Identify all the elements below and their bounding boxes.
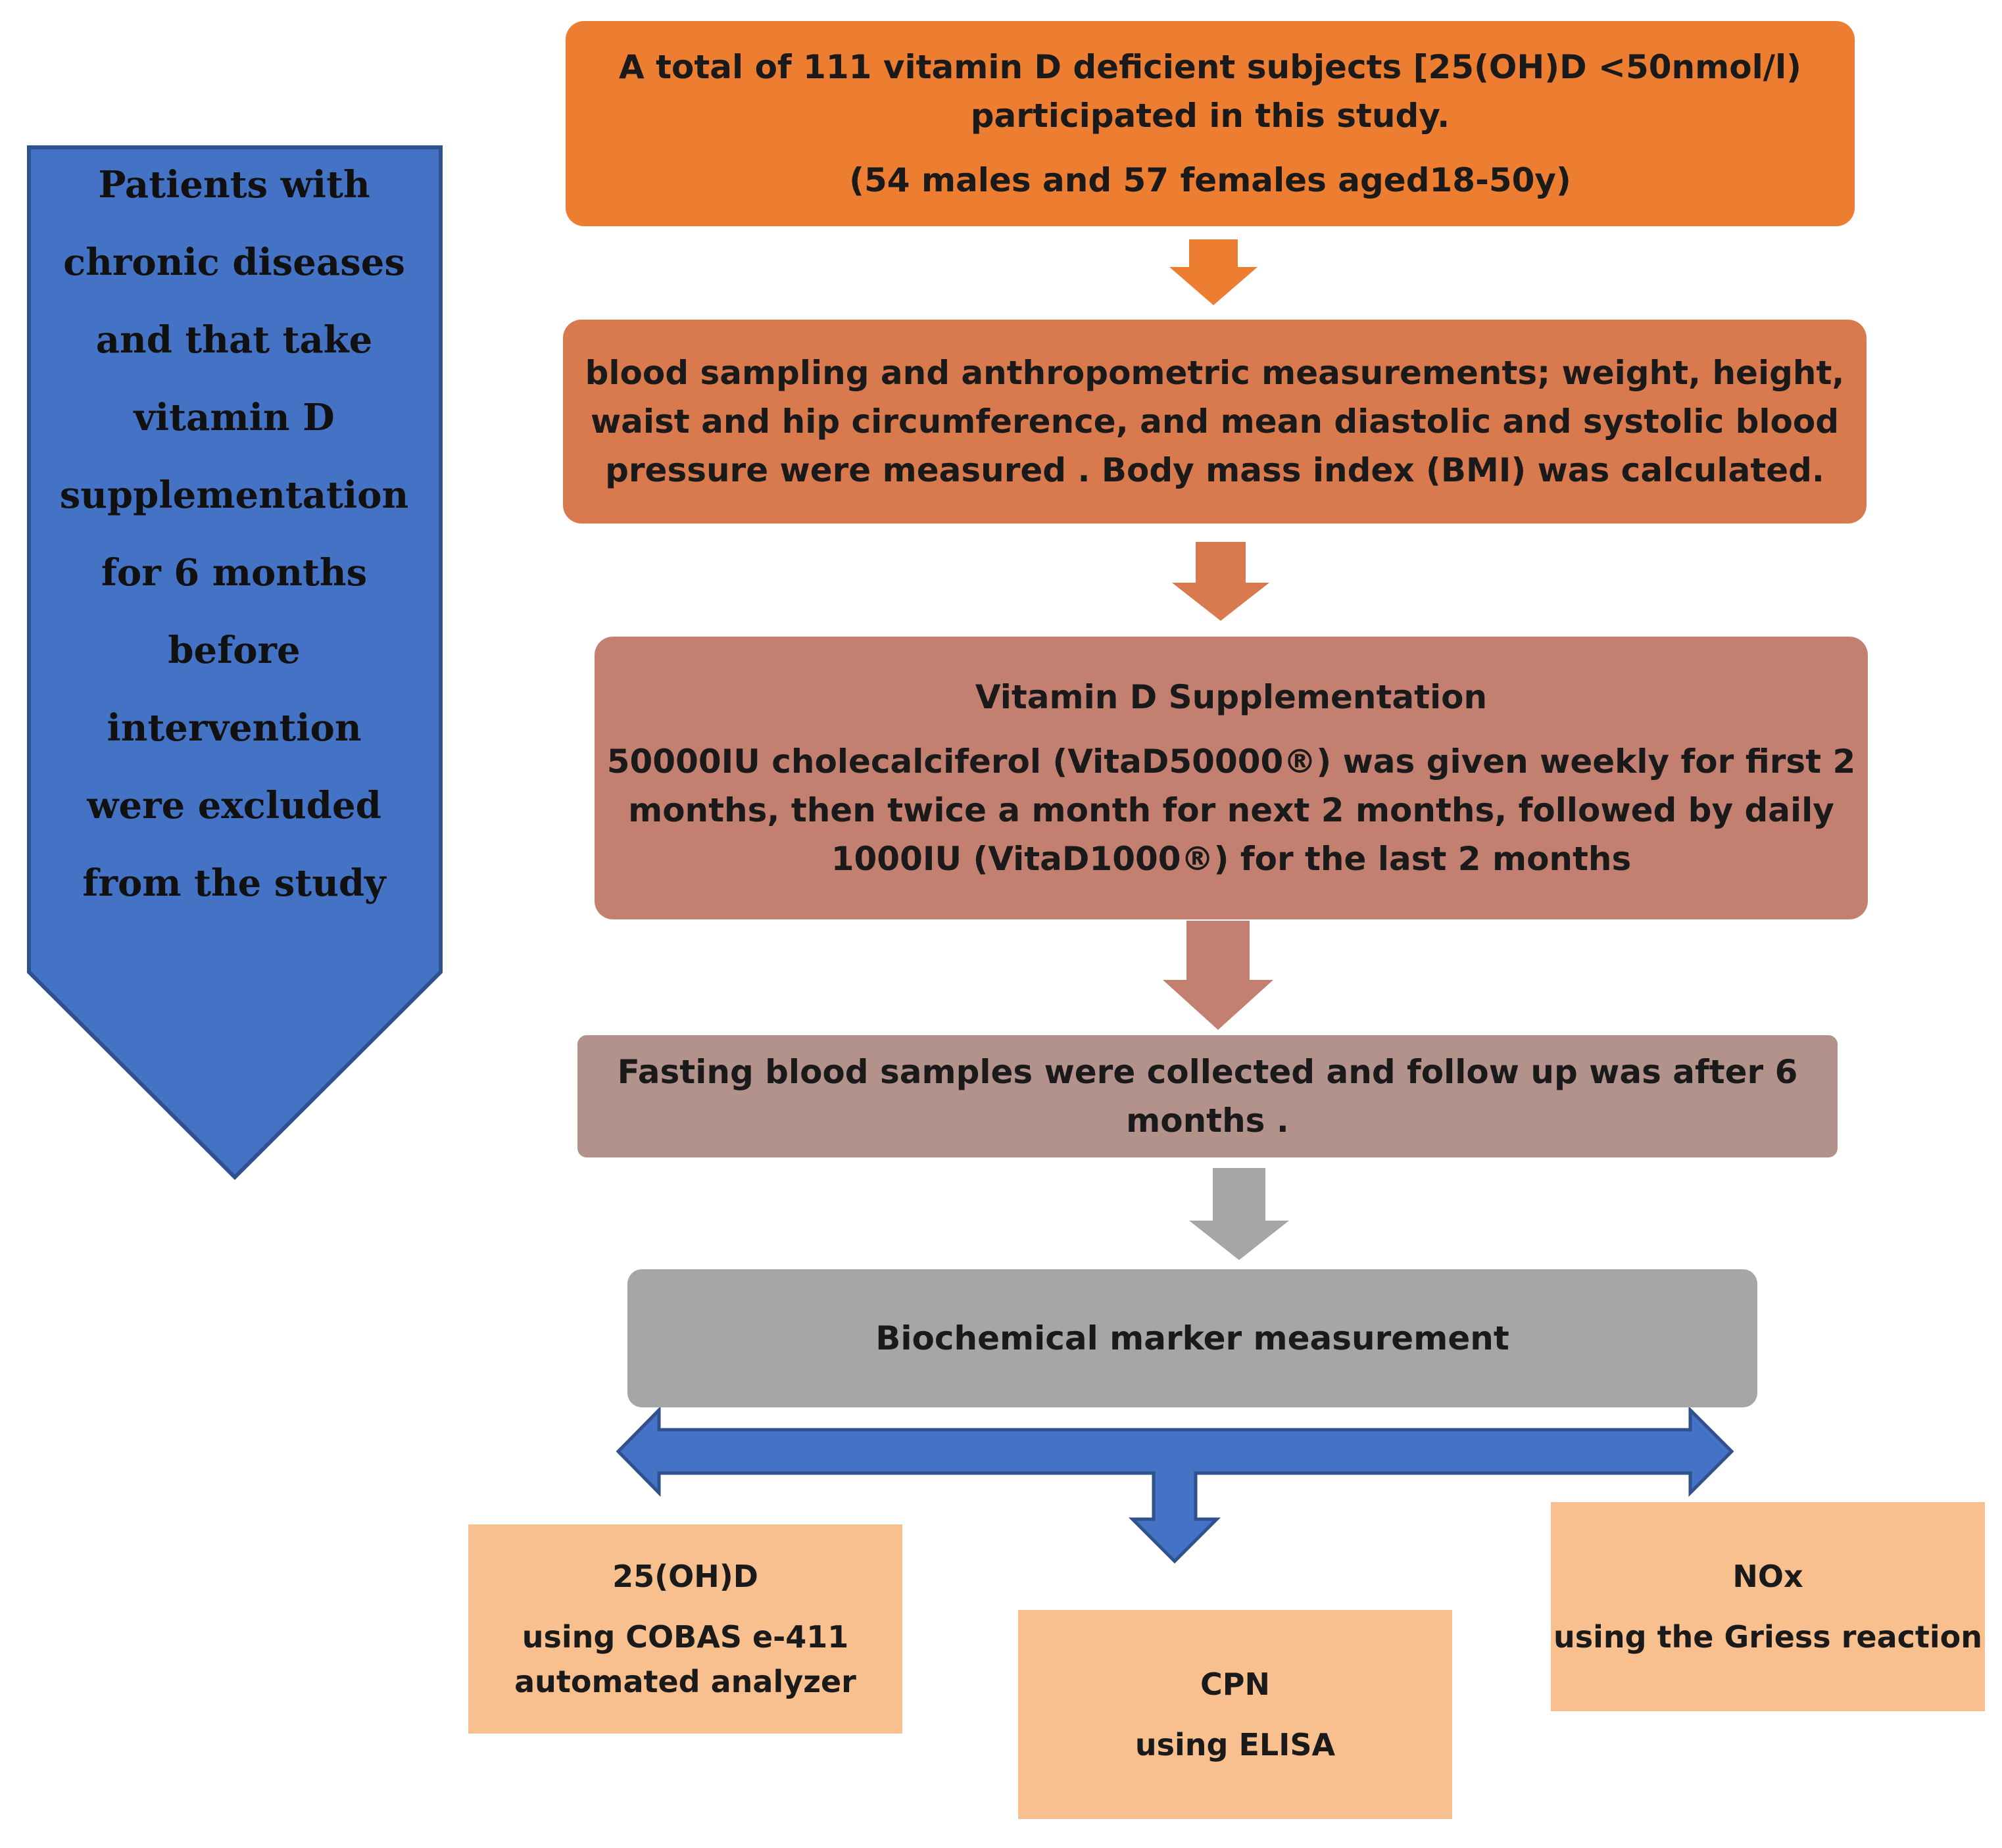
exclusion-line: before (168, 629, 301, 672)
biochemical-box: Biochemical marker measurement (627, 1269, 1757, 1407)
exclusion-line: Patients with (98, 163, 370, 207)
exclusion-line: chronic diseases (63, 241, 405, 284)
exclusion-line: were excluded (87, 784, 381, 827)
measurements-line-1: blood sampling and anthropometric measur… (585, 354, 1845, 392)
exclusion-line: and that take (95, 318, 373, 362)
measurements-line-3: pressure were measured . Body mass index… (605, 451, 1824, 489)
marker-method-line-1: using COBAS e-411 (522, 1619, 849, 1655)
exclusion-line: supplementation (59, 474, 409, 517)
measurements-box: blood sampling and anthropometric measur… (563, 320, 1867, 523)
supplementation-box: Vitamin D Supplementation 50000IU cholec… (595, 637, 1868, 919)
exclusion-line: for 6 months (101, 551, 368, 595)
marker-cpn-box: CPN using ELISA (1018, 1610, 1452, 1819)
marker-nox-box: NOx using the Griess reaction (1551, 1502, 1985, 1711)
measurements-line-2: waist and hip circumference, and mean di… (590, 402, 1840, 441)
enrollment-line-3: (54 males and 57 females aged18-50y) (849, 161, 1571, 199)
followup-line-1: Fasting blood samples were collected and… (617, 1053, 1798, 1091)
exclusion-arrow (27, 145, 443, 1180)
marker-method-line-1: using the Griess reaction (1553, 1619, 1983, 1655)
marker-method-line-2: automated analyzer (514, 1664, 856, 1699)
biochemical-label: Biochemical marker measurement (875, 1319, 1509, 1357)
supplementation-line-1: 50000IU cholecalciferol (VitaD50000®) wa… (606, 742, 1856, 781)
arrow-step1-to-step2 (1169, 239, 1257, 305)
enrollment-box: A total of 111 vitamin D deficient subje… (566, 21, 1855, 226)
supplementation-line-2: months, then twice a month for next 2 mo… (628, 791, 1834, 829)
exclusion-text: Patients with chronic diseases and that … (39, 146, 429, 922)
marker-name: 25(OH)D (612, 1559, 758, 1594)
supplementation-title: Vitamin D Supplementation (975, 678, 1488, 716)
marker-name: CPN (1200, 1666, 1270, 1702)
arrow-step3-to-step4 (1163, 921, 1273, 1030)
exclusion-line: vitamin D (134, 396, 335, 439)
exclusion-line: from the study (82, 862, 386, 905)
enrollment-line-2: participated in this study. (970, 97, 1450, 135)
marker-25ohd-box: 25(OH)D using COBAS e-411 automated anal… (468, 1524, 902, 1734)
marker-name: NOx (1732, 1559, 1803, 1594)
exclusion-line: intervention (107, 706, 362, 750)
supplementation-line-3: 1000IU (VitaD1000®) for the last 2 month… (831, 840, 1632, 878)
marker-method-line-1: using ELISA (1135, 1727, 1336, 1763)
arrow-step4-to-step5 (1189, 1168, 1289, 1260)
branch-double-arrow (616, 1405, 1734, 1564)
followup-line-2: months . (1126, 1102, 1289, 1140)
arrow-step2-to-step3 (1172, 542, 1269, 621)
enrollment-line-1: A total of 111 vitamin D deficient subje… (619, 48, 1801, 86)
followup-box: Fasting blood samples were collected and… (577, 1035, 1838, 1157)
